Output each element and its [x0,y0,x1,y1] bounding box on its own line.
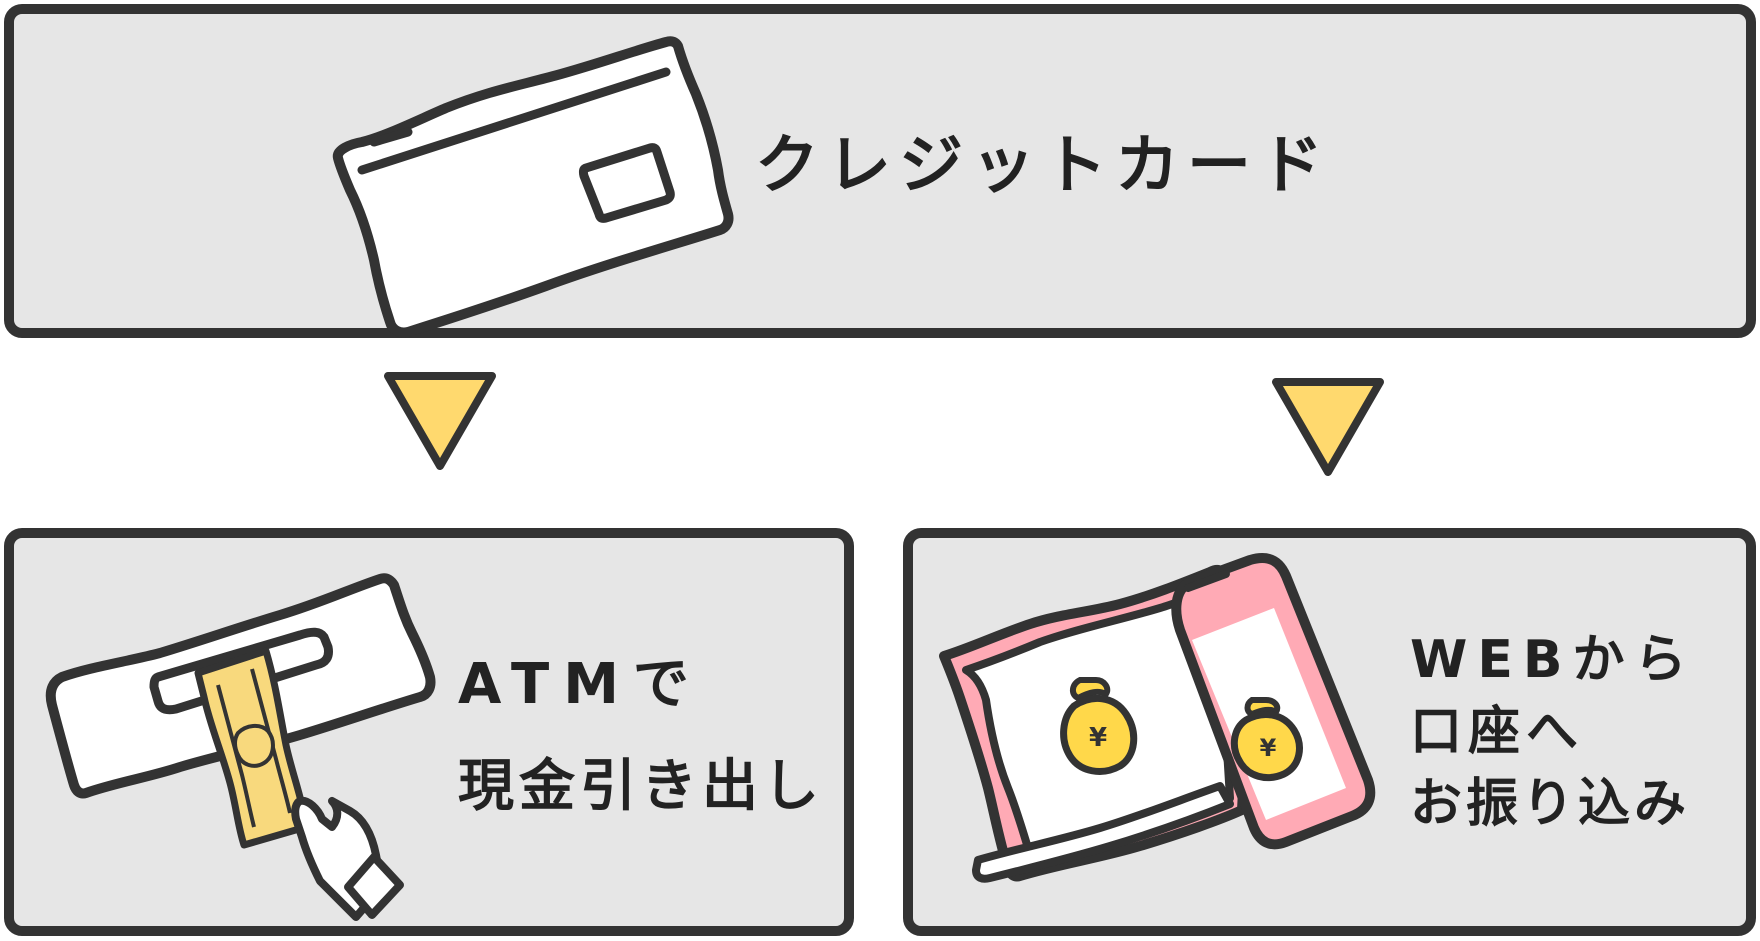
svg-text:¥: ¥ [1089,723,1107,753]
down-arrow-right [1272,378,1384,476]
credit-card-box [4,4,1756,338]
atm-label-line1: ATMで [458,652,703,717]
web-transfer-icon: ¥ ¥ [939,553,1376,883]
web-label-line2: 口座へ [1410,702,1585,762]
atm-cash-withdrawal-icon [45,573,436,921]
web-label-line3: お振り込み [1410,774,1691,834]
down-arrow-left [384,372,496,470]
svg-text:¥: ¥ [1260,734,1277,762]
atm-label-line2: 現金引き出し [458,754,824,819]
credit-card-label: クレジットカード [755,129,1331,203]
credit-card-icon [332,36,734,338]
web-label-line1: WEBから [1410,630,1697,690]
